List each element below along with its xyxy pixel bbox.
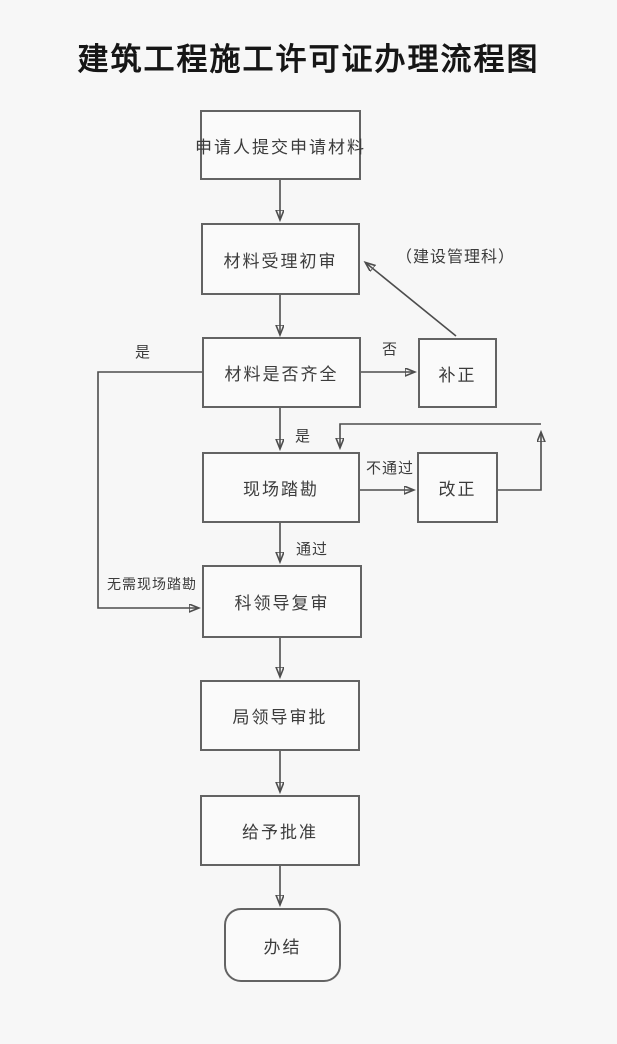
node-section-leader-review: 科领导复审 [202,565,362,638]
page-title: 建筑工程施工许可证办理流程图 [77,42,540,77]
node-supplement-correction: 补正 [418,338,497,408]
node-bureau-leader-approval: 局领导审批 [200,680,360,751]
connector-check-yes-left-to-section-review [97,371,202,608]
label-pass: 通过 [295,541,328,558]
label-yes-down: 是 [294,428,311,445]
label-yes-left: 是 [134,344,151,361]
connector-rectify-loop-up [498,433,541,491]
node-complete-terminal: 办结 [224,908,341,982]
node-site-survey: 现场踏勘 [202,452,360,523]
node-materials-complete-check: 材料是否齐全 [202,337,361,408]
label-no: 否 [381,341,398,358]
node-grant-approval: 给予批准 [200,795,360,866]
connector-supplement-to-initial-review [366,263,457,337]
label-no-site-survey: 无需现场踏勘 [107,576,197,592]
label-department-note: （建设管理科） [396,249,516,266]
node-submit-materials: 申请人提交申请材料 [195,110,364,180]
label-not-pass: 不通过 [366,460,415,477]
connector-loop-return-to-site-survey [340,423,541,447]
node-initial-review: 材料受理初审 [201,223,360,295]
node-rectify: 改正 [417,452,498,523]
